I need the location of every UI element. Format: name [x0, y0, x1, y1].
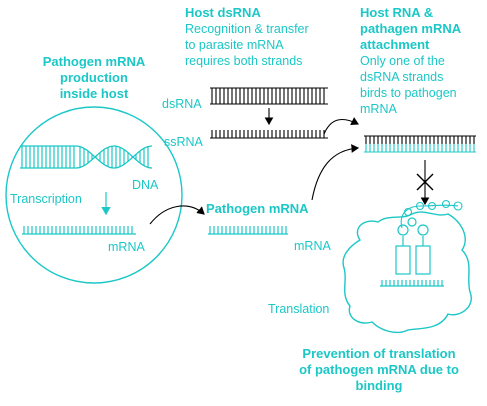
host-dsrna-title: Host dsRNA: [185, 5, 261, 20]
host-dsrna-desc-line-3: requires both strands: [185, 54, 303, 68]
attachment-title-line-1: Host RNA &: [360, 5, 434, 20]
blocked-translation-arrow: [416, 160, 434, 206]
dsrna-label: dsRNA: [162, 97, 202, 111]
dsrna-strand: [210, 87, 328, 105]
host-dsrna-desc-line-1: Recognition & transfer: [185, 22, 309, 36]
prevention-line-3: binding: [355, 378, 403, 393]
attachment-desc-line-1: Only one of the: [360, 54, 445, 68]
cell-mrna-strand: [22, 226, 136, 235]
transcription-label: Transcription: [10, 192, 82, 206]
attachment-title-line-3: attachment: [360, 37, 430, 52]
prevention-line-1: Prevention of translation: [302, 346, 456, 361]
dna-helix: [20, 145, 153, 169]
attachment-title-line-2: pathagen mRNA: [360, 21, 462, 36]
host-cell: [5, 106, 183, 284]
curved-arrow-to-pathogen-mrna: [149, 205, 205, 225]
prevention-line-2: of pathogen mRNA due to: [299, 362, 459, 377]
host-dsrna-desc-line-2: to parasite mRNA: [185, 38, 284, 52]
arrow-pathogen-mrna-to-attachment: [311, 144, 360, 201]
translation-label: Translation: [268, 302, 330, 316]
ssrna-label: ssRNA: [164, 135, 203, 149]
attachment-desc-line-2: dsRNA strands: [360, 70, 444, 84]
cell-mrna-label: mRNA: [108, 240, 145, 254]
middle-mrna-label: mRNA: [294, 239, 331, 253]
attachment-desc-line-4: mRNA: [360, 102, 397, 116]
pathogen-mrna-strand: [208, 226, 288, 235]
ribosome-mrna: [380, 280, 444, 287]
ribosome-subunits: [395, 217, 431, 275]
pathogen-mrna-label: Pathogen mRNA: [206, 201, 309, 216]
production-title-line-2: production: [60, 70, 128, 85]
dna-label: DNA: [132, 178, 159, 192]
peptide-chain: [400, 199, 463, 229]
ribosome-blob: [342, 211, 472, 334]
attachment-duplex: [364, 135, 476, 153]
arrow-ssrna-to-attachment: [323, 117, 359, 135]
ssrna-strand: [210, 130, 328, 139]
production-title-line-3: inside host: [59, 86, 129, 101]
attachment-desc-line-3: birds to pathogen: [360, 86, 457, 100]
production-title-line-1: Pathogen mRNA: [42, 54, 146, 69]
